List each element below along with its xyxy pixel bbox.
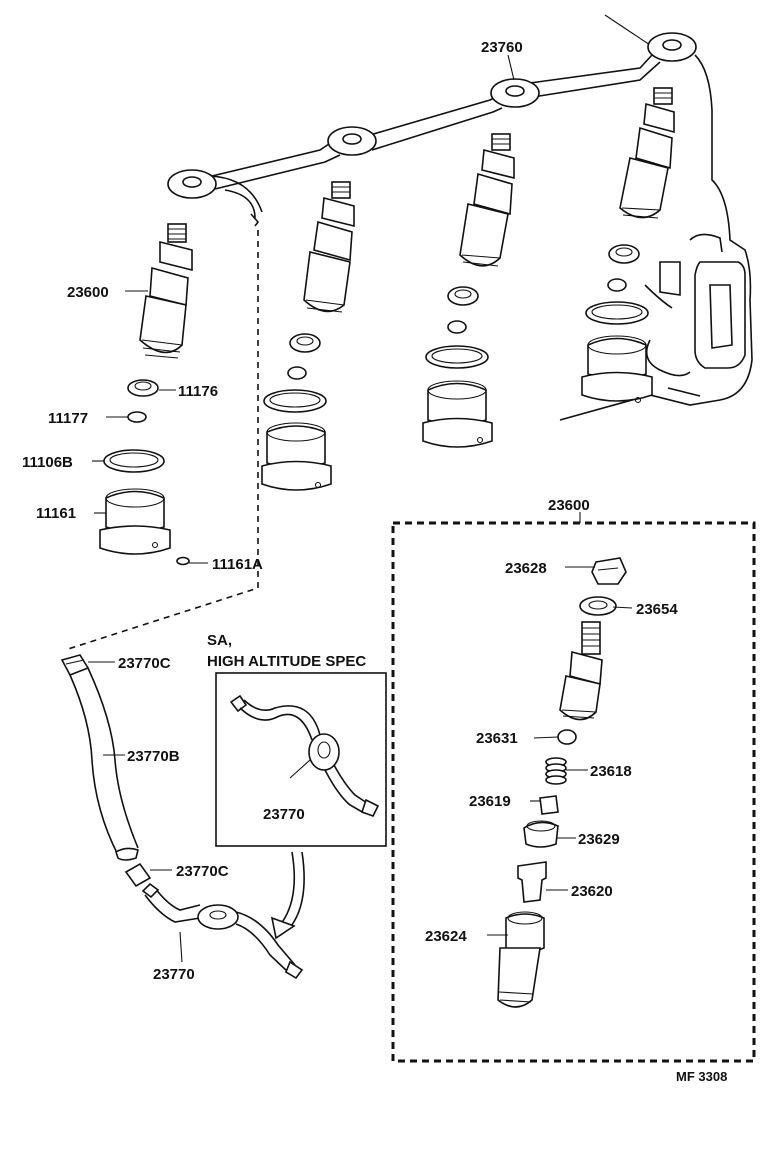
label-23600-b: 23600 bbox=[548, 497, 590, 514]
label-23770c-bottom: 23770C bbox=[176, 863, 229, 880]
label-23619: 23619 bbox=[469, 793, 511, 810]
label-11161: 11161 bbox=[36, 505, 76, 522]
label-23629: 23629 bbox=[578, 831, 620, 848]
pin-11161a bbox=[176, 556, 190, 566]
pipe-ring-4 bbox=[647, 32, 697, 62]
label-11176: 11176 bbox=[178, 383, 218, 400]
leak-hose-assembly bbox=[60, 654, 304, 980]
leak-pipe-ring bbox=[197, 904, 239, 930]
label-23631: 23631 bbox=[476, 730, 518, 747]
nozzle-stack-1 bbox=[99, 223, 193, 566]
label-23770b: 23770B bbox=[127, 748, 180, 765]
label-23624: 23624 bbox=[425, 928, 467, 945]
label-23618: 23618 bbox=[590, 763, 632, 780]
nozzle-stack-4 bbox=[581, 87, 675, 404]
nut-23628 bbox=[591, 557, 627, 585]
label-23628: 23628 bbox=[505, 560, 547, 577]
inset-title-line1: SA, bbox=[207, 632, 232, 649]
nozzle-stack-2 bbox=[261, 181, 355, 491]
clamp-top bbox=[60, 654, 90, 677]
washer-11177 bbox=[127, 411, 147, 423]
retainer-23629 bbox=[523, 821, 559, 848]
connection-dashed-line bbox=[64, 230, 259, 651]
label-23760: 23760 bbox=[481, 39, 523, 56]
body-23624 bbox=[505, 913, 545, 953]
injection-pipe bbox=[167, 32, 697, 227]
inset-title-line2: HIGH ALTITUDE SPEC bbox=[207, 653, 366, 670]
washer-23654 bbox=[579, 596, 617, 616]
inset-pipe bbox=[229, 694, 380, 817]
pipe-ring-3 bbox=[490, 78, 540, 108]
cylinder-head-outline bbox=[559, 14, 753, 421]
label-11161a: 11161A bbox=[212, 556, 263, 573]
pin-23619 bbox=[539, 795, 559, 815]
label-23770-inset: 23770 bbox=[263, 806, 305, 823]
label-23600-a: 23600 bbox=[67, 284, 109, 301]
part-labels: 23760 23600 11176 11177 11106B 11161 111… bbox=[22, 39, 727, 1084]
exploded-assembly-box bbox=[391, 521, 756, 1063]
exploded-parts bbox=[497, 557, 627, 1008]
label-23770c-top: 23770C bbox=[118, 655, 171, 672]
clamp-bottom bbox=[124, 862, 152, 888]
needle-23620 bbox=[517, 861, 547, 903]
label-23770: 23770 bbox=[153, 966, 195, 983]
leader-lines bbox=[88, 290, 633, 963]
label-11177: 11177 bbox=[48, 410, 88, 427]
nozzle-stack-3 bbox=[422, 133, 515, 448]
footer-code: MF 3308 bbox=[676, 1069, 727, 1084]
ball-23631 bbox=[557, 729, 577, 745]
label-23654: 23654 bbox=[636, 601, 678, 618]
label-23620: 23620 bbox=[571, 883, 613, 900]
label-11106b: 11106B bbox=[22, 454, 73, 471]
pipe-ring-1 bbox=[167, 169, 217, 199]
holder-top bbox=[581, 621, 601, 655]
pipe-ring-2 bbox=[327, 126, 377, 156]
hose-23770b bbox=[115, 847, 139, 861]
inset-box bbox=[215, 672, 387, 847]
inset-arrow bbox=[279, 851, 296, 926]
spring-23618 bbox=[545, 757, 567, 785]
